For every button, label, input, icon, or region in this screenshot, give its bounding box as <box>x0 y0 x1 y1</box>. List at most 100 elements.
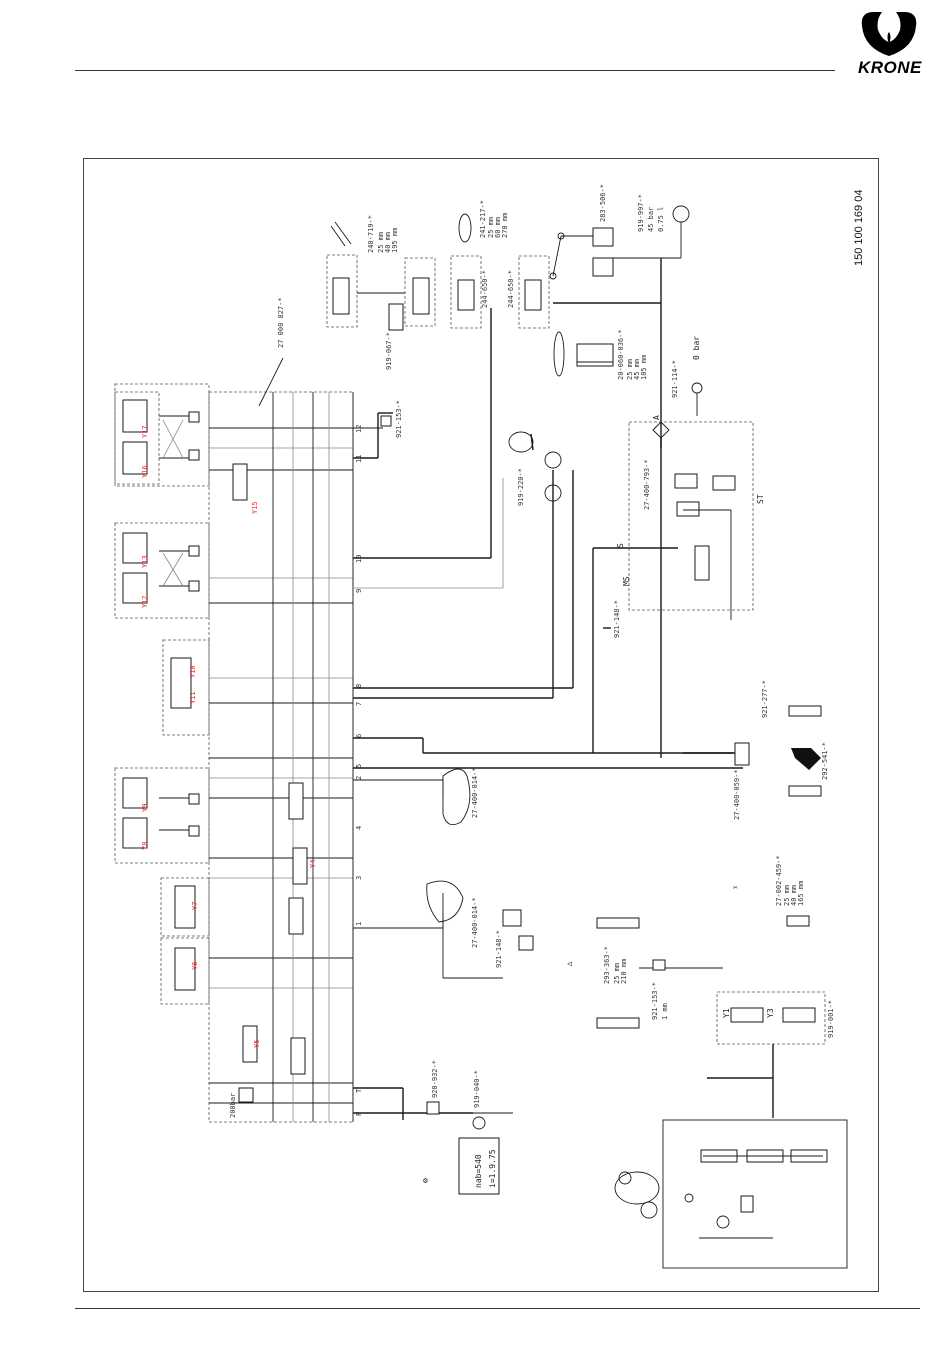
svg-text:919-997-*: 919-997-* <box>637 194 645 232</box>
valve-section-y9-y8 <box>114 767 210 864</box>
valve-pair-upper <box>288 782 304 820</box>
svg-text:1 mm: 1 mm <box>661 1003 669 1020</box>
svg-text:Y1: Y1 <box>722 1008 731 1018</box>
svg-text:195 mm: 195 mm <box>391 228 399 253</box>
svg-text:919-040-*: 919-040-* <box>473 1070 481 1108</box>
svg-text:921-153-*: 921-153-* <box>395 400 403 438</box>
accumulator-icon <box>672 205 690 223</box>
check-921-148-upper: 921-148-* <box>603 600 621 638</box>
gear-icon: ⚙ <box>423 1176 428 1185</box>
svg-text:60 mm: 60 mm <box>494 217 502 238</box>
drum-unit-group: 27-400-014-* 921-148-* <box>426 880 534 979</box>
svg-text:165 mm: 165 mm <box>797 881 805 906</box>
svg-text:11: 11 <box>355 455 363 463</box>
valve-y4b <box>290 1037 306 1075</box>
top-cylinder-group: 283-506-* 919-997-* 45 bar 0.75 l <box>549 184 690 448</box>
conditioner-group: 27-400-014-* <box>442 767 479 826</box>
svg-text:45 mm: 45 mm <box>633 359 641 380</box>
valve-section-y6-y5 <box>160 877 210 1005</box>
svg-text:P: P <box>355 1112 363 1116</box>
svg-text:292-541-*: 292-541-* <box>821 742 829 780</box>
footer-divider <box>75 1308 920 1309</box>
rotor-icon: ◁ <box>567 959 572 968</box>
throttle-12: 921-153-* <box>380 400 403 438</box>
svg-text:9: 9 <box>355 589 363 593</box>
svg-text:27-400-014-*: 27-400-014-* <box>471 897 479 948</box>
svg-text:45 bar: 45 bar <box>647 207 655 232</box>
schematic-frame <box>83 158 879 1292</box>
svg-text:Y16: Y16 <box>141 465 149 478</box>
krone-logo <box>861 12 917 56</box>
svg-text:270 mm: 270 mm <box>501 213 509 238</box>
gauge-group: 921-114-* 0 bar <box>671 336 703 416</box>
header-divider <box>75 70 835 71</box>
svg-text:12: 12 <box>355 425 363 433</box>
svg-text:S: S <box>616 543 625 548</box>
tractor-hydraulics-block <box>614 1119 848 1269</box>
priority-block: 27-400-793-* A S MS ST <box>592 415 765 758</box>
svg-text:25 mm: 25 mm <box>613 963 621 984</box>
ramp-icon <box>330 221 352 247</box>
svg-text:241-217-*: 241-217-* <box>479 200 487 238</box>
svg-text:Y5: Y5 <box>253 1040 261 1048</box>
svg-text:921-277-*: 921-277-* <box>761 680 769 718</box>
svg-text:6: 6 <box>355 734 363 738</box>
svg-text:Y3: Y3 <box>766 1008 775 1018</box>
valve-y-labels: Y17 Y16 Y15 Y13 Y12 Y11 Y10 Y9 Y8 Y7 Y6 … <box>141 425 317 1048</box>
svg-text:Y8: Y8 <box>141 842 149 850</box>
svg-text:Y12: Y12 <box>141 595 149 608</box>
svg-text:4: 4 <box>355 826 363 830</box>
document-number-box: 150 100 169 04 <box>853 190 865 266</box>
valve-section-y17-y16 <box>114 383 210 487</box>
svg-text:105 mm: 105 mm <box>640 355 648 380</box>
svg-text:Y6: Y6 <box>191 962 199 970</box>
svg-text:Y10: Y10 <box>189 665 197 678</box>
svg-text:25 mm: 25 mm <box>783 885 791 906</box>
svg-text:921-148-*: 921-148-* <box>613 600 621 638</box>
svg-text:919-067-*: 919-067-* <box>385 332 393 370</box>
cylinder-block-icon <box>791 748 821 770</box>
svg-text:40 mm: 40 mm <box>790 885 798 906</box>
connection-lines <box>353 308 743 1120</box>
double-cylinder-group: 921-277-* 292-541-* 27-400-059-* <box>683 680 829 820</box>
svg-text:283-506-*: 283-506-* <box>599 184 607 222</box>
svg-text:293-363-*: 293-363-* <box>603 946 611 984</box>
svg-text:Y17: Y17 <box>141 425 149 438</box>
gauge-icon <box>691 382 703 394</box>
tractor-icon <box>614 1171 660 1205</box>
lift-cylinder-group: 20-060-036-* 25 mm 45 mm 105 mm <box>553 329 648 380</box>
svg-text:921-114-*: 921-114-* <box>671 360 679 398</box>
svg-text:921-148-*: 921-148-* <box>495 930 503 968</box>
svg-text:7: 7 <box>355 702 363 706</box>
svg-text:27-400-059-*: 27-400-059-* <box>733 769 741 820</box>
svg-text:244-650-*: 244-650-* <box>481 270 489 308</box>
stand-cylinder-group: 919-067-* 240-719-* 25 mm 40 mm 195 mm <box>326 215 436 370</box>
svg-text:Y7: Y7 <box>191 902 199 910</box>
svg-text:210 mm: 210 mm <box>620 959 628 984</box>
svg-text:5: 5 <box>355 764 363 768</box>
gearbox-group: nab=540 i=1.9.75 ⚙ 920-932-* 919-040-* <box>423 1060 513 1195</box>
svg-text:919-220-*: 919-220-* <box>517 468 525 506</box>
svg-text:2: 2 <box>355 776 363 780</box>
svg-text:A: A <box>652 415 661 420</box>
scissors-icon: ✂ <box>733 883 738 892</box>
brand-wordmark: KRONE <box>858 58 922 77</box>
motor-pump-919-220: 919-220-* <box>508 431 562 506</box>
relief-label: 200bar <box>229 1093 237 1118</box>
svg-text:25 mm: 25 mm <box>626 359 634 380</box>
svg-text:244-650-*: 244-650-* <box>507 270 515 308</box>
svg-text:921-153-*: 921-153-* <box>651 982 659 1020</box>
valve-y15 <box>232 463 248 501</box>
tractor-control-block: 919-001-* Y1 Y3 <box>707 991 835 1118</box>
svg-text:25 mm: 25 mm <box>487 217 495 238</box>
svg-text:920-932-*: 920-932-* <box>431 1060 439 1098</box>
svg-text:MS: MS <box>622 576 631 586</box>
svg-text:1: 1 <box>355 922 363 926</box>
svg-text:25 mm: 25 mm <box>377 232 385 253</box>
distribution-lines <box>209 392 353 1122</box>
valve-section-y11 <box>162 639 210 736</box>
svg-text:8: 8 <box>355 684 363 688</box>
svg-text:0 bar: 0 bar <box>692 336 701 360</box>
valve-pair-lower <box>288 897 304 935</box>
svg-text:27-400-793-*: 27-400-793-* <box>643 459 651 510</box>
